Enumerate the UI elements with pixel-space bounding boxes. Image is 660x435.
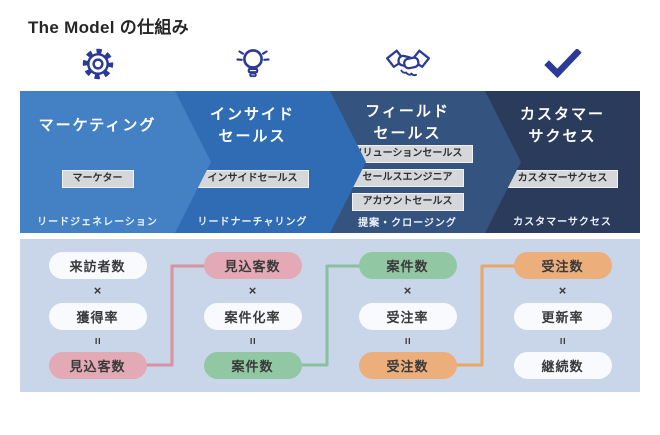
stage-title: マーケティング [20, 101, 175, 151]
metric-pill: 受注数 [513, 252, 612, 279]
metric-pill: 案件化率 [203, 302, 302, 330]
metric-pill: 来訪者数 [48, 252, 147, 279]
equals-sign: = [90, 337, 105, 345]
metric-pill: 案件数 [203, 352, 302, 379]
role-chip: マーケター [61, 170, 134, 188]
handshake-icon [385, 46, 431, 82]
gear-icon [79, 45, 117, 83]
metric-pill: 受注率 [358, 302, 457, 330]
stage-title: カスタマー サクセス [485, 101, 640, 151]
checkmark-icon [543, 49, 582, 79]
stage-process-label: リードジェネレーション [37, 216, 158, 228]
role-chip: カスタマーサクセス [506, 170, 619, 188]
stage-title-line: セールス [373, 124, 442, 142]
stage-title-line: セールス [218, 128, 287, 145]
equals-sign: = [400, 337, 415, 345]
multiply-sign: × [248, 283, 257, 299]
icon-cell-inside-sales [175, 41, 330, 87]
stage-roles: カスタマーサクセス [485, 151, 640, 207]
stage-process-label: リードナーチャリング [197, 216, 308, 228]
metrics-panel: 来訪者数 × 獲得率 = 見込客数 見込客数 × 案件化率 = 案件数 案件数 … [20, 239, 640, 392]
multiply-sign: × [403, 283, 412, 299]
connector-deals [299, 264, 362, 367]
metric-pill: 継続数 [513, 352, 612, 379]
stage-roles: マーケター [20, 151, 175, 207]
stage-title: インサイド セールス [175, 101, 330, 151]
icon-cell-customer-success [485, 41, 640, 87]
metric-column-customer-success: 受注数 × 更新率 = 継続数 [485, 239, 640, 392]
page-title: The Model の仕組み [28, 18, 189, 37]
stage-title-line: フィールド [365, 103, 450, 120]
connector-orders [454, 264, 517, 367]
metric-pill: 更新率 [513, 302, 612, 330]
stage-title-line: カスタマー [519, 106, 605, 124]
stage-process-label: 提案・クロージング [358, 218, 457, 230]
equals-sign: = [245, 337, 260, 345]
stage-process-label: カスタマーサクセス [513, 216, 612, 228]
multiply-sign: × [558, 283, 567, 299]
stage-title: フィールド セールス [330, 101, 485, 145]
stage-icons-row [20, 41, 640, 87]
lightbulb-icon [233, 43, 273, 85]
icon-cell-field-sales [330, 41, 485, 87]
stage-title-line: インサイド [209, 106, 295, 124]
metric-pill: 案件数 [358, 252, 457, 279]
stage-title-line: マーケティング [38, 117, 157, 135]
stage-marketing: マーケティング マーケター リードジェネレーション [20, 91, 211, 233]
stage-banner: マーケティング マーケター リードジェネレーション インサイド セールス インサ… [20, 91, 640, 233]
metric-pill: 獲得率 [48, 302, 147, 330]
stage-title-line: サクセス [528, 128, 597, 145]
role-chip: インサイドセールス [196, 170, 309, 188]
metric-pill: 受注数 [358, 352, 457, 379]
metric-pill: 見込客数 [48, 352, 147, 379]
metric-pill: 見込客数 [203, 252, 302, 279]
metric-connectors [144, 264, 517, 367]
icon-cell-marketing [20, 41, 175, 87]
multiply-sign: × [93, 283, 102, 299]
connector-prospects [144, 264, 207, 367]
role-chip: アカウントセールス [351, 192, 464, 211]
stage-roles: ソリューションセールス セールスエンジニア アカウントセールス [330, 144, 485, 211]
metric-column-field-sales: 案件数 × 受注率 = 受注数 [330, 239, 485, 392]
metric-column-marketing: 来訪者数 × 獲得率 = 見込客数 [20, 239, 175, 392]
equals-sign: = [555, 337, 570, 345]
metric-column-inside-sales: 見込客数 × 案件化率 = 案件数 [175, 239, 330, 392]
role-chip: セールスエンジニア [351, 168, 464, 187]
